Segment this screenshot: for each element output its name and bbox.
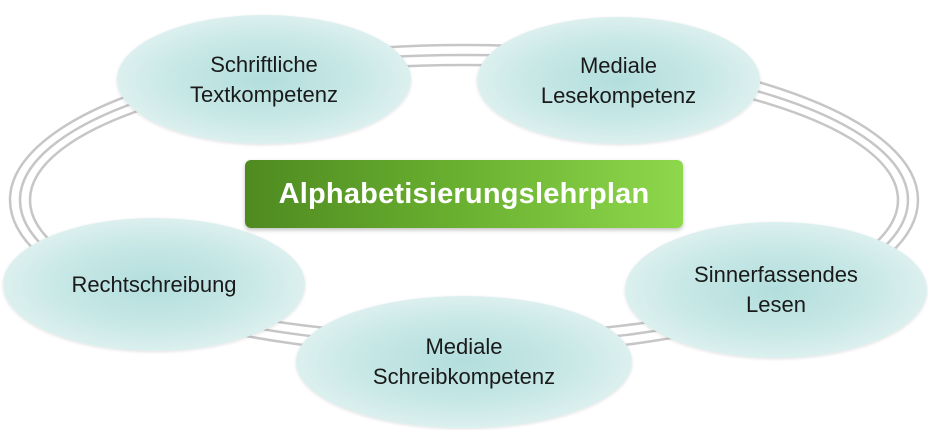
node-label-line2: Schreibkompetenz: [372, 364, 556, 389]
node-label-line2: Lesen: [746, 292, 806, 317]
center-title-box: Alphabetisierungslehrplan: [245, 160, 683, 228]
center-title: Alphabetisierungslehrplan: [278, 177, 650, 210]
node-sinnerfassendes-lesen: Sinnerfassendes Lesen: [625, 222, 927, 358]
node-label-line2: Textkompetenz: [190, 81, 338, 107]
node-label-line1: Schriftliche: [210, 51, 318, 77]
node-label-line1: Mediale: [425, 334, 503, 359]
node-schriftliche-textkompetenz: Schriftliche Textkompetenz: [117, 15, 411, 144]
node-label-line1: Rechtschreibung: [71, 271, 237, 297]
node-label-line1: Sinnerfassendes: [694, 262, 858, 287]
node-rechtschreibung: Rechtschreibung: [3, 218, 305, 351]
node-label-line2: Lesekompetenz: [540, 82, 697, 108]
node-mediale-lesekompetenz: Mediale Lesekompetenz: [477, 17, 760, 144]
node-mediale-schreibkompetenz: Mediale Schreibkompetenz: [296, 296, 632, 428]
node-label-line1: Mediale: [579, 52, 658, 78]
